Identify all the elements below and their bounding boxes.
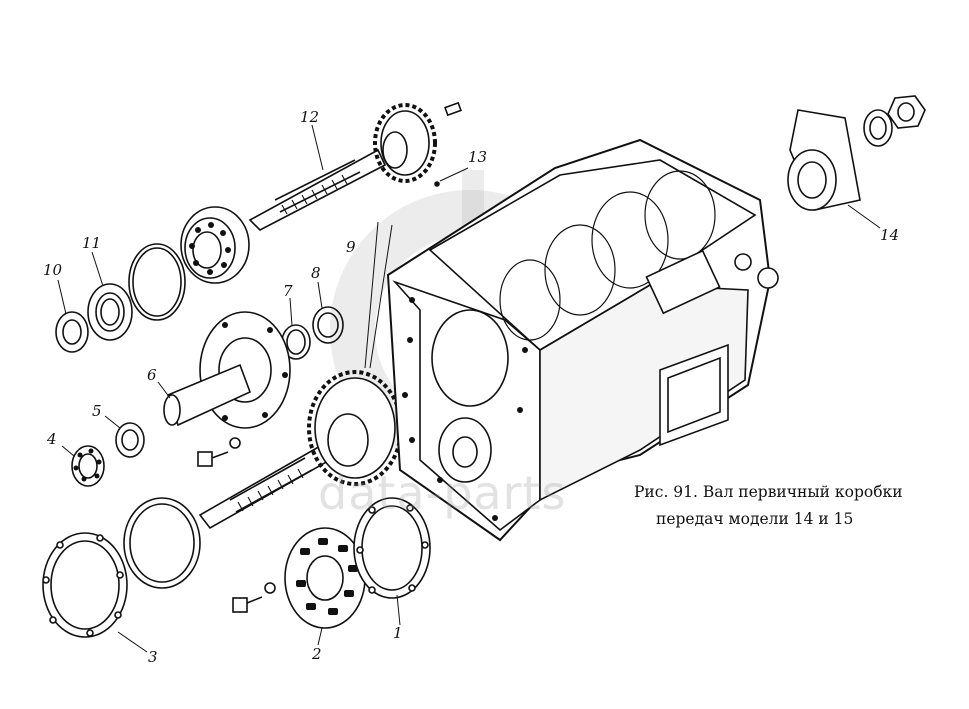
part-10-nut (55, 311, 89, 353)
part-4-bearing (71, 445, 105, 487)
snap-ring (128, 243, 186, 321)
callout-4: 4 (47, 430, 57, 448)
callout-5: 5 (92, 402, 102, 420)
figure-caption-line-2: передач модели 14 и 15 (656, 510, 854, 528)
callout-14: 14 (880, 226, 900, 244)
bearing-large (180, 206, 250, 284)
callout-6: 6 (147, 366, 157, 384)
callout-3: 3 (148, 648, 158, 666)
callout-9: 9 (346, 238, 356, 256)
watermark-text: data-parts (318, 466, 567, 520)
part-14-output-flange (787, 95, 926, 211)
callout-11: 11 (82, 234, 102, 252)
seal-ring (123, 497, 201, 589)
leader-lines (57, 124, 881, 653)
bolt-upper (197, 437, 241, 467)
callout-8: 8 (311, 264, 321, 282)
callout-13: 13 (468, 148, 488, 166)
part-3-gasket (42, 532, 128, 638)
figure-caption-line-1: Рис. 91. Вал первичный коробки (634, 483, 903, 501)
part-1-gasket (353, 497, 431, 599)
callout-12: 12 (300, 108, 320, 126)
part-5-bearing (115, 422, 145, 458)
callout-7: 7 (283, 282, 293, 300)
part-6-flange (163, 311, 291, 429)
part-2-oil-slinger (284, 527, 366, 629)
bolt-lower (232, 582, 276, 613)
part-12-input-shaft (248, 101, 462, 231)
callout-10: 10 (43, 261, 63, 279)
callout-1: 1 (393, 624, 403, 642)
part-11-seal (87, 283, 133, 341)
part-8-washer (312, 306, 344, 344)
part-13-pin (434, 167, 469, 187)
gearbox-housing (386, 138, 779, 542)
callout-2: 2 (312, 645, 322, 663)
